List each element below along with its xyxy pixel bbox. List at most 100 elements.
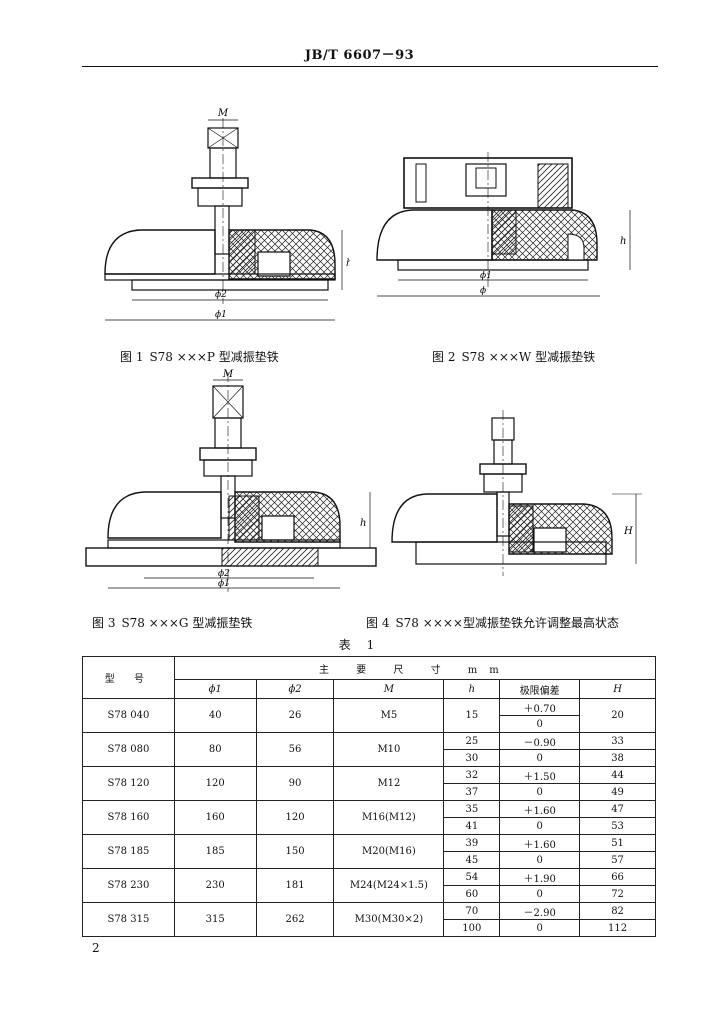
main-dimensions-header: 主 要 尺 寸 mm <box>173 656 657 680</box>
cell-d1: 80 <box>173 732 257 767</box>
cell-dev-upper: －2.90 <box>499 902 581 920</box>
figure-4-title: S78 ××××型减振垫铁允许调整最高状态 <box>395 616 619 630</box>
fig3-label-d2: ϕ2 <box>218 569 230 579</box>
fig3-label-h: h <box>360 518 366 529</box>
cell-m: M12 <box>333 766 445 801</box>
cell-d2: 56 <box>255 732 335 767</box>
cell-d1: 160 <box>173 800 257 835</box>
cell-h: 39 <box>443 834 501 852</box>
cell-H: 82 <box>579 902 656 920</box>
page-header: JB/T 6607－93 <box>304 48 415 63</box>
cell-dev-lower: 0 <box>499 885 581 903</box>
col-m: M <box>333 679 445 699</box>
figure-2-number: 图 2 <box>432 350 456 364</box>
cell-dev-upper: ＋1.50 <box>499 766 581 784</box>
model-header: 型 号 <box>82 656 175 699</box>
cell-H: 20 <box>579 698 656 733</box>
cell-dev-lower: 0 <box>499 715 581 733</box>
fig2-label-d: ϕ <box>480 286 486 296</box>
cell-H: 33 <box>579 732 656 750</box>
cell-m: M10 <box>333 732 445 767</box>
col-deviation: 极限偏差 <box>499 679 581 699</box>
cell-H: 72 <box>579 885 656 903</box>
figure-1-number: 图 1 <box>120 350 144 364</box>
figure-2-title: S78 ×××W 型减振垫铁 <box>461 350 596 364</box>
cell-dev-upper: ＋1.60 <box>499 800 581 818</box>
cell-h: 45 <box>443 851 501 869</box>
cell-h: 35 <box>443 800 501 818</box>
figure-2-drawing: h ϕ1 ϕ <box>372 152 642 304</box>
figure-4-number: 图 4 <box>366 616 390 630</box>
table-row: S78 080 <box>82 732 175 767</box>
cell-h: 30 <box>443 749 501 767</box>
cell-m: M20(M16) <box>333 834 445 869</box>
figure-3-title: S78 ×××G 型减振垫铁 <box>121 616 253 630</box>
cell-d2: 90 <box>255 766 335 801</box>
col-d2: ϕ2 <box>255 679 335 699</box>
figure-2-caption: 图 2 S78 ×××W 型减振垫铁 <box>432 348 601 365</box>
cell-d1: 230 <box>173 868 257 903</box>
cell-dev-upper: －0.90 <box>499 732 581 750</box>
fig2-label-h: h <box>620 236 626 247</box>
cell-m: M16(M12) <box>333 800 445 835</box>
table-row: S78 185 <box>82 834 175 869</box>
cell-H: 44 <box>579 766 656 784</box>
cell-H: 57 <box>579 851 656 869</box>
table-row: S78 120 <box>82 766 175 801</box>
cell-m: M5 <box>333 698 445 733</box>
cell-H: 38 <box>579 749 656 767</box>
cell-d2: 120 <box>255 800 335 835</box>
cell-h: 15 <box>443 698 501 733</box>
cell-H: 112 <box>579 919 656 937</box>
fig1-label-d1: ϕ1 <box>215 310 227 320</box>
figure-4-caption: 图 4 S78 ××××型减振垫铁允许调整最高状态 <box>366 614 625 631</box>
col-d1: ϕ1 <box>173 679 257 699</box>
cell-d1: 315 <box>173 902 257 937</box>
cell-d2: 150 <box>255 834 335 869</box>
table-caption: 表 1 <box>338 638 381 652</box>
cell-d1: 185 <box>173 834 257 869</box>
fig3-label-m: M <box>222 369 234 380</box>
cell-h: 37 <box>443 783 501 801</box>
cell-dev-lower: 0 <box>499 817 581 835</box>
cell-H: 51 <box>579 834 656 852</box>
fig2-label-d1: ϕ1 <box>480 271 492 281</box>
fig1-label-d2: ϕ2 <box>215 290 227 300</box>
fig4-label-h: H <box>623 526 633 537</box>
cell-d1: 120 <box>173 766 257 801</box>
figure-3-number: 图 3 <box>92 616 116 630</box>
cell-H: 47 <box>579 800 656 818</box>
figure-1-title: S78 ×××P 型减振垫铁 <box>149 350 279 364</box>
cell-dev-upper: ＋0.70 <box>499 698 581 716</box>
cell-H: 53 <box>579 817 656 835</box>
cell-h: 32 <box>443 766 501 784</box>
page-number: 2 <box>92 941 100 955</box>
fig3-label-d1: ϕ1 <box>218 579 230 589</box>
cell-d2: 262 <box>255 902 335 937</box>
cell-h: 100 <box>443 919 501 937</box>
col-h: h <box>443 679 501 699</box>
table-row: S78 040 <box>82 698 175 733</box>
table-row: S78 160 <box>82 800 175 835</box>
cell-d2: 181 <box>255 868 335 903</box>
fig1-label-h: h <box>346 258 350 269</box>
cell-dev-lower: 0 <box>499 749 581 767</box>
cell-H: 66 <box>579 868 656 886</box>
figure-3-drawing: M h ϕ2 ϕ1 <box>82 366 382 602</box>
header-rule <box>82 66 658 67</box>
cell-dev-lower: 0 <box>499 851 581 869</box>
cell-m: M24(M24×1.5) <box>333 868 445 903</box>
cell-d2: 26 <box>255 698 335 733</box>
cell-h: 60 <box>443 885 501 903</box>
cell-h: 25 <box>443 732 501 750</box>
table-row: S78 230 <box>82 868 175 903</box>
dimensions-table: 型 号 主 要 尺 寸 mm ϕ1 ϕ2 M h 极限偏差 H S78 040 … <box>82 656 657 937</box>
cell-h: 54 <box>443 868 501 886</box>
cell-dev-upper: ＋1.90 <box>499 868 581 886</box>
fig1-label-m: M <box>217 108 229 119</box>
figure-4-drawing: H <box>384 410 654 580</box>
cell-m: M30(M30×2) <box>333 902 445 937</box>
figure-3-caption: 图 3 S78 ×××G 型减振垫铁 <box>92 614 258 631</box>
cell-dev-upper: ＋1.60 <box>499 834 581 852</box>
cell-dev-lower: 0 <box>499 783 581 801</box>
